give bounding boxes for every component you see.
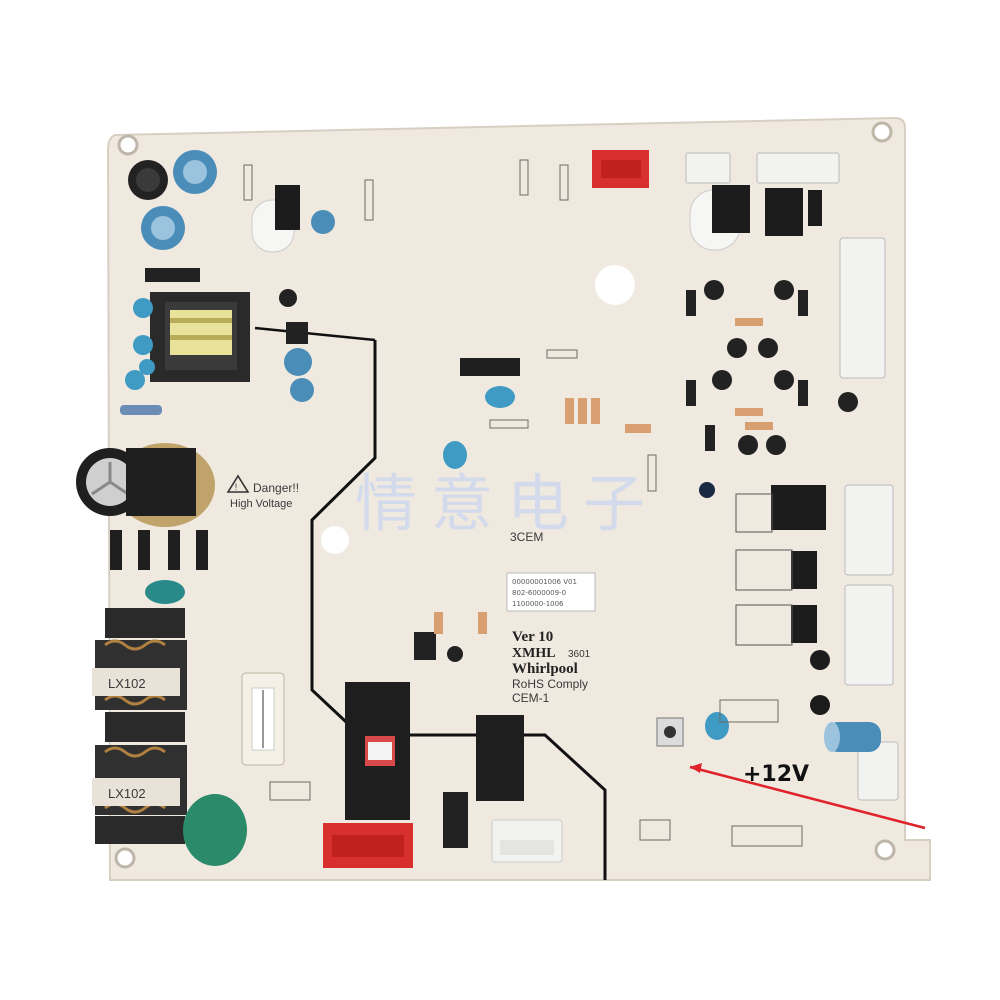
triac [443,792,468,848]
sticker-line-1: 00000001006 V01 [512,578,577,586]
common-mode-choke-bottom: LX102 [92,712,187,844]
svg-text:!: ! [235,482,238,492]
model-text: XMHL [512,646,556,661]
voltage-regulator [251,185,300,253]
annotation-arrowhead [690,763,702,773]
capacitor-12v [824,722,881,752]
driver-transistors [686,280,858,455]
label-sticker: 00000001006 V01 802-6000009-0 1100000-10… [506,572,596,612]
varistor [145,580,185,604]
common-mode-choke-top: LX102 [92,608,187,710]
ceramic-cap-switch [705,712,729,740]
transistor-q1 [279,289,308,344]
electrolytic-capacitors-top-left [128,150,335,402]
brand-text: Whirlpool [512,661,578,677]
annotation-arrow [689,765,926,830]
isolation-trace [310,340,607,880]
ver-text: Ver 10 [512,629,553,645]
resistor-array [565,398,651,433]
inductor-label-bottom: LX102 [108,786,146,801]
diode-d7 [145,268,200,282]
cem-text: CEM-1 [512,691,550,705]
fuse [241,672,285,766]
x-capacitor [183,794,247,866]
ceramic-cap-middle [485,386,515,408]
white-connector-bottom [491,819,563,863]
inductor-label-top: LX102 [108,676,146,691]
mounting-holes [114,121,896,869]
sticker-line-3: 1100000-1006 [512,600,564,608]
white-connectors-right [839,237,899,801]
white-connectors-top [685,152,840,184]
switching-transformer [150,292,250,382]
tactile-switch [656,717,684,747]
bulk-capacitor [76,443,215,527]
watermark-text: 情意电子 [355,467,659,540]
red-connector-top [592,150,649,188]
transistor-center [414,612,487,662]
power-transistors-top-right [689,185,822,251]
resistor-r1 [120,405,162,415]
sticker-line-2: 802-6000009-0 [512,589,566,597]
pin-header [460,358,520,376]
rectifier-diodes [110,530,208,570]
warning-danger-text: Danger!! [253,481,299,495]
red-connector-bottom [323,823,413,868]
transformer-trace [254,326,376,342]
relay-2 [476,715,524,801]
rohs-text: RoHS Comply [512,677,588,691]
mid-marking: 3CEM [510,530,543,544]
model-suffix-text: 3601 [568,649,591,660]
danger-warning: ! Danger!! High Voltage [226,474,299,510]
ceramic-capacitors-left [125,298,155,390]
output-mosfets [735,485,830,715]
warning-voltage-text: High Voltage [230,498,292,510]
relay [345,682,410,820]
resistors-right [735,318,773,430]
silkscreen-outlines [243,159,803,847]
ceramic-cap-left-middle [443,441,467,469]
